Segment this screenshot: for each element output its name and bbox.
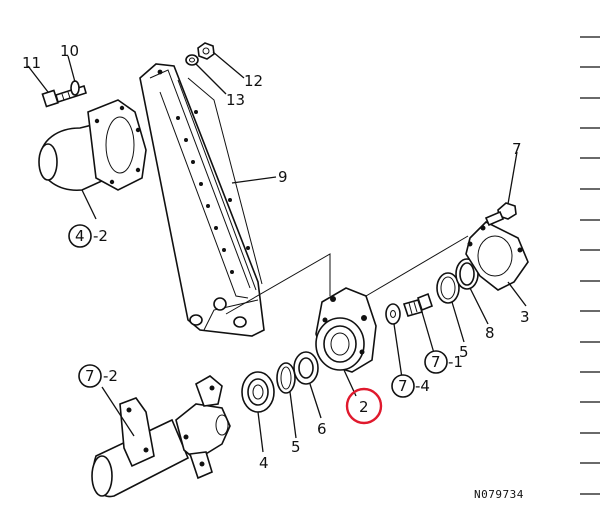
bolt-11-washer-10 [41, 80, 87, 108]
callout-7: 7 [512, 140, 522, 158]
callout-2: 2 [359, 398, 369, 416]
leader-lines [27, 51, 527, 453]
cover-plate-3 [465, 221, 529, 291]
callout-7-4-number: 7 [398, 377, 408, 395]
callout-13: 13 [226, 91, 245, 109]
callout-5-upper: 5 [459, 343, 469, 361]
callout-labels: 11 10 12 13 9 4 -2 7 3 8 5 7 -1 7 -4 2 7… [22, 42, 530, 501]
callout-4-2-suffix: -2 [93, 227, 108, 245]
bolt-7-1 [402, 292, 433, 317]
callout-7-2-circle [78, 364, 102, 388]
callout-4-2-circle [68, 224, 92, 248]
callout-3: 3 [520, 308, 530, 326]
flange-bearing-housing-2 [315, 287, 377, 373]
callout-4-2-number: 4 [75, 227, 85, 245]
seal-8 [455, 258, 479, 290]
callout-11: 11 [22, 54, 41, 72]
upper-shaft-4-2 [38, 99, 147, 191]
callout-5-lower: 5 [291, 438, 301, 456]
callout-6: 6 [317, 420, 327, 438]
margin-dash-marks [580, 36, 600, 495]
callout-9: 9 [278, 168, 288, 186]
callout-4: 4 [259, 454, 269, 472]
callout-7-1-circle [424, 350, 448, 374]
callout-8: 8 [485, 324, 495, 342]
bolt-7 [484, 202, 517, 227]
callout-7-4-suffix: -4 [415, 377, 430, 395]
bushing-6 [293, 351, 319, 385]
snap-ring-5-upper [436, 272, 460, 304]
bearing-4 [241, 371, 275, 413]
snap-ring-5-lower [276, 362, 296, 394]
drawing-number: N079734 [474, 488, 524, 501]
callout-7-1-suffix: -1 [448, 353, 463, 371]
washer-7-4 [385, 303, 401, 325]
callout-7-4-circle [391, 374, 415, 398]
callout-7-2-number: 7 [85, 367, 95, 385]
callout-7-1-number: 7 [431, 353, 441, 371]
callout-10: 10 [60, 42, 79, 60]
highlight-ring-part-2 [345, 387, 383, 425]
lower-shaft-7-2 [91, 375, 231, 498]
callout-7-2-suffix: -2 [103, 367, 118, 385]
mounting-plate-9 [139, 63, 265, 337]
nut-12-washer-13 [185, 42, 215, 66]
callout-12: 12 [244, 72, 263, 90]
